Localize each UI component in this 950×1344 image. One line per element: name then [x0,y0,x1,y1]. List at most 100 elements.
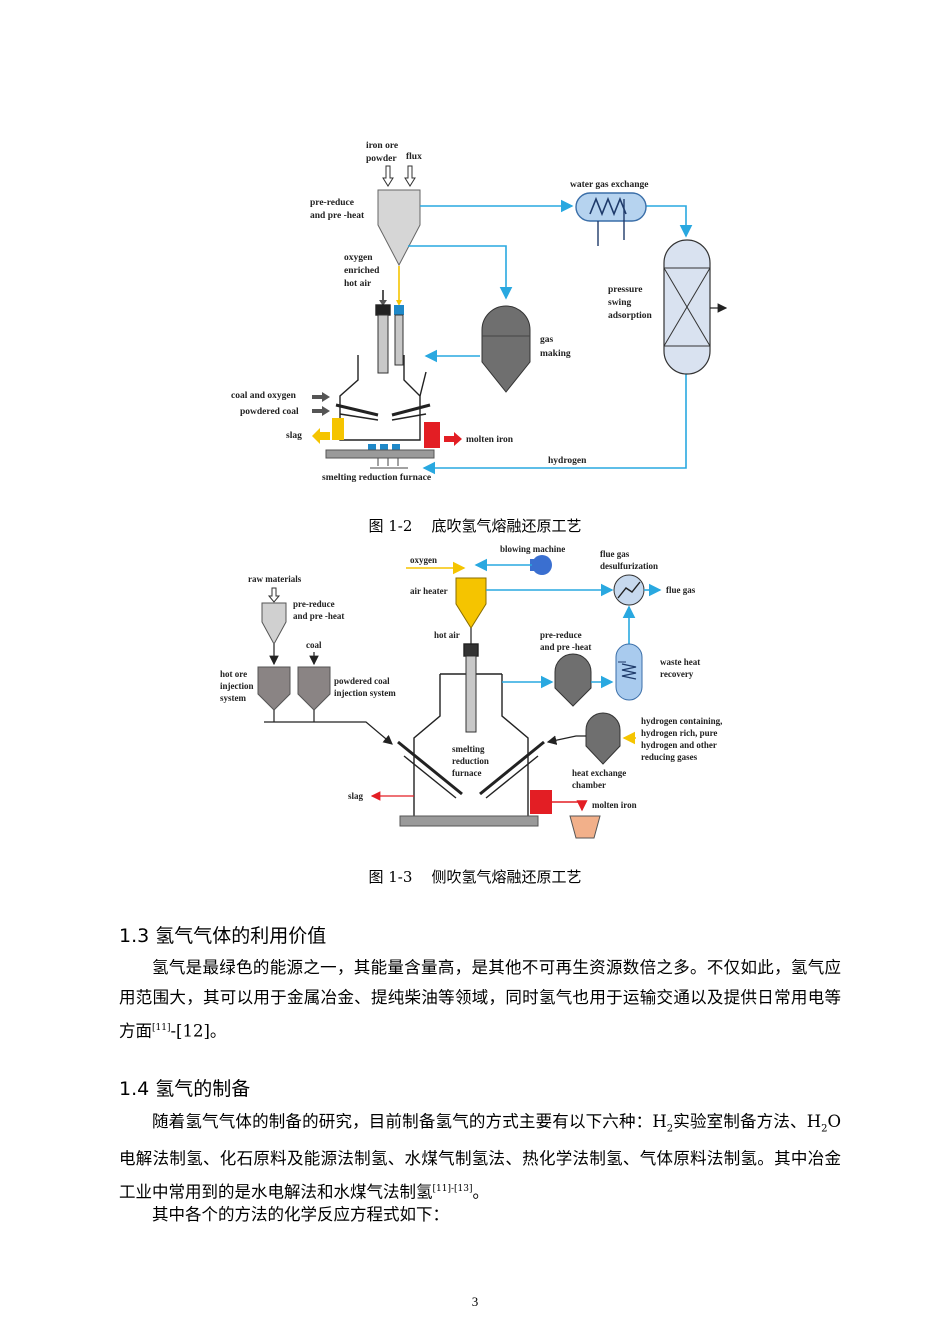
pre-reduce-vessel [554,653,592,707]
section-1-3-paragraph: 氢气是最绿色的能源之一，其能量含量高，是其他不可再生资源数倍之多。不仅如此，氢气… [119,953,841,1047]
h2-subscript: 2 [666,1123,674,1135]
figure-1-3: oxygen blowing machine air heater flue g… [0,540,950,850]
label-molten-iron-2: molten iron [592,800,637,810]
label-chamber: chamber [572,780,606,790]
section-1-3-heading: 1.3 氢气气体的利用价值 [119,925,327,947]
flue-gas-desulfurizer [613,574,645,606]
figure-1-2-caption-number: 图 1-2 [368,517,413,535]
blowing-machine [530,555,552,575]
cyclone-preheater [377,189,421,267]
label-desulfurization: desulfurization [600,561,658,571]
section-1-4-heading: 1.4 氢气的制备 [119,1078,251,1100]
section-1-4-paragraph-1: 随着氢气气体的制备的研究，目前制备氢气的方式主要有以下六种：H2实验室制备方法、… [119,1107,841,1208]
label-hot-ore: hot ore [220,669,247,679]
label-pre-heat-2: and pre -heat [293,611,344,621]
label-waste-heat: waste heat [660,657,700,667]
label-hot-air: hot air [344,279,372,289]
furnace-base-2 [399,815,539,827]
label-injection: injection [220,681,254,691]
input-arrows [382,165,416,187]
p1-part-b: 实验室制备方法、H [673,1112,822,1131]
label-pre-reduce-2: pre-reduce [293,599,335,609]
label-hydrogen: hydrogen [548,456,587,466]
label-flue-gas-out: flue gas [666,585,696,595]
molten-iron-tap [530,790,552,814]
figure-1-3-caption: 图 1-3 侧吹氢气熔融还原工艺 [0,866,950,887]
hot-air-arrow [379,266,402,306]
side-blown-furnace [397,643,545,816]
air-heater [455,577,487,629]
citation-11: [11] [152,1023,171,1033]
label-slag: slag [286,431,302,441]
molten-iron-outlet [424,422,462,448]
label-pressure: pressure [608,285,642,295]
label-iron-ore: iron ore [366,141,398,151]
label-enriched: enriched [344,266,380,276]
label-coal: coal [306,640,322,650]
label-gas: gas [540,335,554,345]
label-injection-system: injection system [334,688,396,698]
h2o-subscript: 2 [821,1123,828,1135]
label-heat-exchange: heat exchange [572,768,626,778]
label-powder: powder [366,154,397,164]
p1-part-a: 随着氢气气体的制备的研究，目前制备氢气的方式主要有以下六种：H [152,1112,667,1131]
label-blowing-machine: blowing machine [500,544,565,554]
label-smelting-reduction-furnace: smelting reduction furnace [322,473,431,483]
p2-text: 其中各个的方法的化学反应方程式如下： [152,1205,449,1224]
label-smelting: smelting [452,744,485,754]
label-coal-and-oxygen: coal and oxygen [231,391,297,401]
label-reduction: reduction [452,756,489,766]
citation-11-13: [11]-[13] [432,1184,473,1195]
page-number: 3 [471,1294,479,1309]
label-molten-iron: molten iron [466,435,514,445]
hot-ore-injection-hopper [257,666,291,711]
label-flux: flux [406,152,422,162]
label-recovery: recovery [660,669,694,679]
water-gas-exchanger [575,192,647,246]
label-adsorption: adsorption [608,311,653,321]
smelting-furnace [335,304,431,441]
figure-1-3-caption-number: 图 1-3 [368,868,413,886]
label-pre-heat: and pre -heat [310,211,365,221]
label-hydrogen-containing: hydrogen containing, [641,716,722,726]
label-making: making [540,349,571,359]
label-raw-materials: raw materials [248,574,302,584]
gas-making-vessel [481,305,531,393]
label-reducing-gases: reducing gases [641,752,698,762]
figure-1-2: iron ore powder flux pre-reduce and pre … [0,130,950,500]
label-pre-heat-3: and pre -heat [540,642,591,652]
furnace-base [325,449,435,459]
citation-12-tail: -[12]。 [170,1021,227,1041]
section-1-4-paragraph-2: 其中各个的方法的化学反应方程式如下： [119,1200,841,1230]
label-swing: swing [608,298,631,308]
label-pre-reduce-3: pre-reduce [540,630,582,640]
label-oxygen-2: oxygen [410,555,437,565]
label-furnace: furnace [452,768,482,778]
label-powdered-coal: powdered coal [240,407,299,417]
figure-1-2-diagram: iron ore powder flux pre-reduce and pre … [231,141,728,483]
waste-heat-recovery [615,643,643,701]
label-water-gas-exchange: water gas exchange [570,180,648,190]
label-pre-reduce: pre-reduce [310,198,354,208]
section-1-3-body: 氢气是最绿色的能源之一，其能量含量高，是其他不可再生资源数倍之多。不仅如此，氢气… [119,958,841,1041]
heat-exchange-chamber [585,712,621,765]
label-powdered-coal-2: powdered coal [334,676,390,686]
label-slag-2: slag [348,791,364,801]
coal-injection-hopper [297,666,331,711]
figure-1-3-diagram: oxygen blowing machine air heater flue g… [220,544,722,839]
label-hydrogen-rich: hydrogen rich, pure [641,728,717,738]
p1-part-d: 。 [472,1182,490,1202]
molten-iron-ladle [569,815,601,839]
label-hot-air-2: hot air [434,630,460,640]
label-air-heater: air heater [410,586,448,596]
figure-1-2-caption-text: 底吹氢气熔融还原工艺 [431,517,582,535]
label-flue-gas: flue gas [600,549,630,559]
label-oxygen: oxygen [344,253,373,263]
label-system: system [220,693,246,703]
figure-1-3-caption-text: 侧吹氢气熔融还原工艺 [431,868,582,886]
pre-reduce-hopper [261,602,287,646]
figure-1-2-caption: 图 1-2 底吹氢气熔融还原工艺 [0,515,950,536]
pressure-swing-adsorber [663,239,728,375]
slag-outlet [312,418,344,444]
label-hydrogen-other: hydrogen and other [641,740,717,750]
